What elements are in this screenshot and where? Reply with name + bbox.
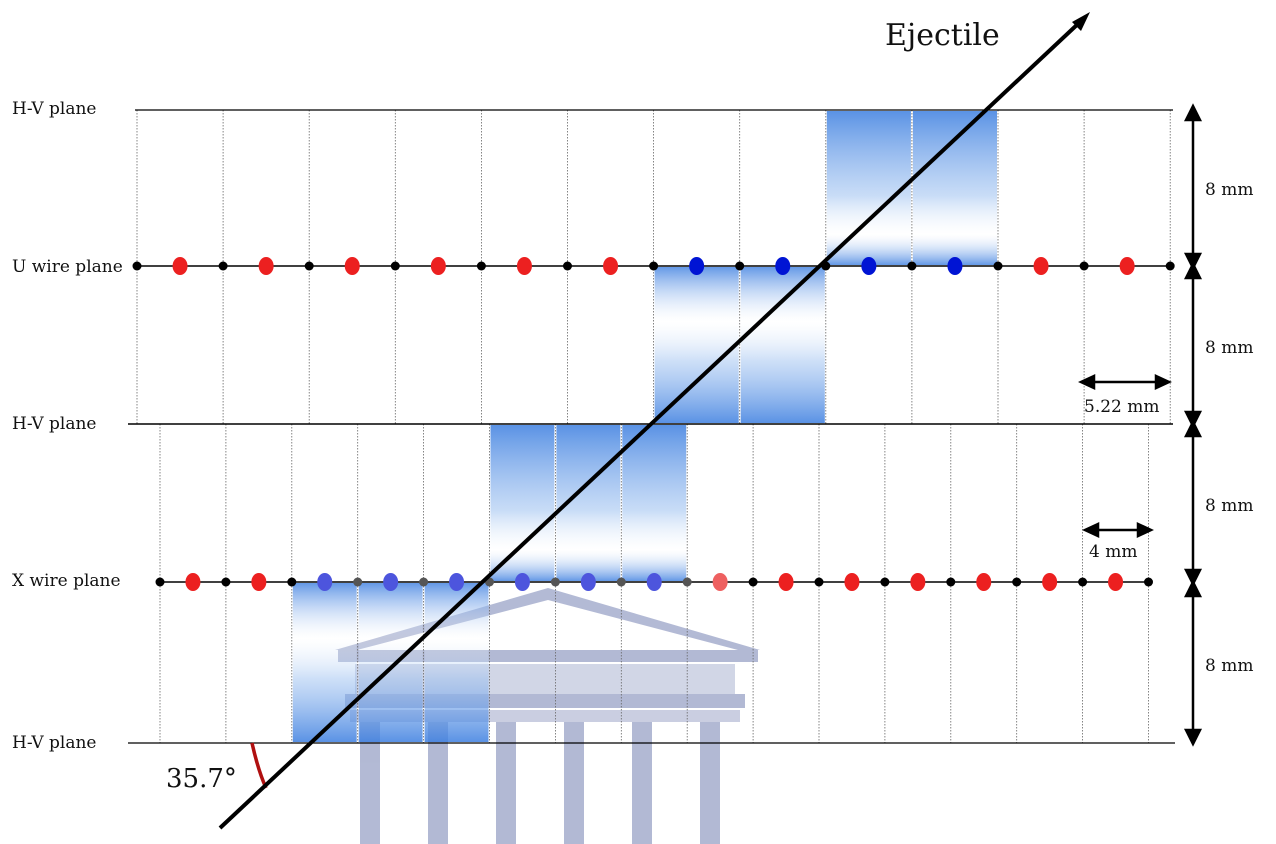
u-sense-wire xyxy=(603,257,619,275)
u-field-wire xyxy=(649,261,659,271)
x-field-wire xyxy=(616,577,626,587)
label-hv-plane-bottom: H-V plane xyxy=(12,733,96,753)
u-field-wire xyxy=(390,261,400,271)
u-sense-wire xyxy=(344,257,360,275)
u-sense-wire xyxy=(172,257,188,275)
x-field-wire xyxy=(221,577,231,587)
u-pitch-arrow xyxy=(1078,374,1172,390)
u-field-wire xyxy=(304,261,314,271)
drift-cell xyxy=(490,425,555,581)
u-sense-wire-hit xyxy=(689,257,705,275)
u-sense-wire xyxy=(258,257,274,275)
gap-dimension-arrows xyxy=(1183,103,1203,747)
drift-cell xyxy=(292,583,357,742)
u-sense-wire xyxy=(1119,257,1135,275)
x-field-wire xyxy=(287,577,297,587)
x-sense-wire xyxy=(1042,573,1058,591)
x-pitch-label: 4 mm xyxy=(1089,542,1137,562)
gap-label-1: 8 mm xyxy=(1205,180,1253,200)
u-sense-wire-hit xyxy=(775,257,791,275)
x-field-wire xyxy=(1144,577,1153,587)
gap-label-3: 8 mm xyxy=(1205,496,1253,516)
ejectile-label: Ejectile xyxy=(885,18,1000,53)
x-sense-wire-hit xyxy=(449,573,465,591)
x-sense-wire xyxy=(910,573,926,591)
label-x-wire-plane: X wire plane xyxy=(12,571,121,591)
drift-cell xyxy=(740,267,825,423)
x-sense-wire-hit xyxy=(383,573,399,591)
ejectile-track xyxy=(218,12,1090,830)
u-field-wire xyxy=(132,261,142,271)
u-sense-wire-hit xyxy=(861,257,877,275)
u-field-wire xyxy=(993,261,1003,271)
x-sense-wire xyxy=(251,573,267,591)
x-field-wire xyxy=(682,577,692,587)
x-sense-wire xyxy=(1108,573,1124,591)
u-field-wire xyxy=(563,261,572,271)
x-sense-wire xyxy=(844,573,860,591)
u-field-wire xyxy=(1165,261,1175,271)
u-sense-wire xyxy=(516,257,532,275)
drift-cell xyxy=(622,425,687,581)
x-field-wire xyxy=(880,577,890,587)
gap-label-4: 8 mm xyxy=(1205,656,1253,676)
drift-cell xyxy=(358,583,423,742)
x-field-wire xyxy=(946,577,956,587)
u-sense-wire-hit xyxy=(947,257,963,275)
drift-cell xyxy=(654,267,739,423)
x-field-wire xyxy=(1078,577,1088,587)
x-field-wire xyxy=(1012,577,1022,587)
x-sense-wire-hit xyxy=(317,573,333,591)
u-field-wire xyxy=(1079,261,1089,271)
x-sense-wire-hit xyxy=(514,573,530,591)
angle-arc xyxy=(250,742,268,789)
u-sense-wire xyxy=(1033,257,1049,275)
drift-cell xyxy=(424,583,489,742)
watermark-building xyxy=(335,588,760,844)
x-field-wire xyxy=(814,577,824,587)
drift-cells xyxy=(292,111,997,742)
x-sense-wire xyxy=(976,573,992,591)
u-field-wire xyxy=(476,261,486,271)
x-sense-wire xyxy=(778,573,794,591)
drift-cell xyxy=(826,111,911,265)
x-sense-wire xyxy=(185,573,201,591)
wires xyxy=(132,257,1175,591)
u-field-wire xyxy=(218,261,228,271)
x-sense-wire xyxy=(712,573,728,591)
x-sense-wire-hit xyxy=(646,573,662,591)
x-field-wire xyxy=(748,577,758,587)
x-pitch-arrow xyxy=(1082,522,1154,538)
angle-label: 35.7° xyxy=(166,764,237,794)
u-sense-wire xyxy=(430,257,446,275)
gap-label-2: 8 mm xyxy=(1205,338,1253,358)
drift-cell xyxy=(912,111,997,265)
x-field-wire xyxy=(353,577,363,587)
label-hv-plane-middle: H-V plane xyxy=(12,414,96,434)
label-u-wire-plane: U wire plane xyxy=(12,257,123,277)
u-pitch-label: 5.22 mm xyxy=(1084,397,1160,417)
u-field-wire xyxy=(907,261,917,271)
x-field-wire xyxy=(550,577,560,587)
u-field-wire xyxy=(735,261,745,271)
x-field-wire xyxy=(155,577,165,587)
label-hv-plane-top: H-V plane xyxy=(12,99,96,119)
x-field-wire xyxy=(419,577,429,587)
x-sense-wire-hit xyxy=(580,573,596,591)
